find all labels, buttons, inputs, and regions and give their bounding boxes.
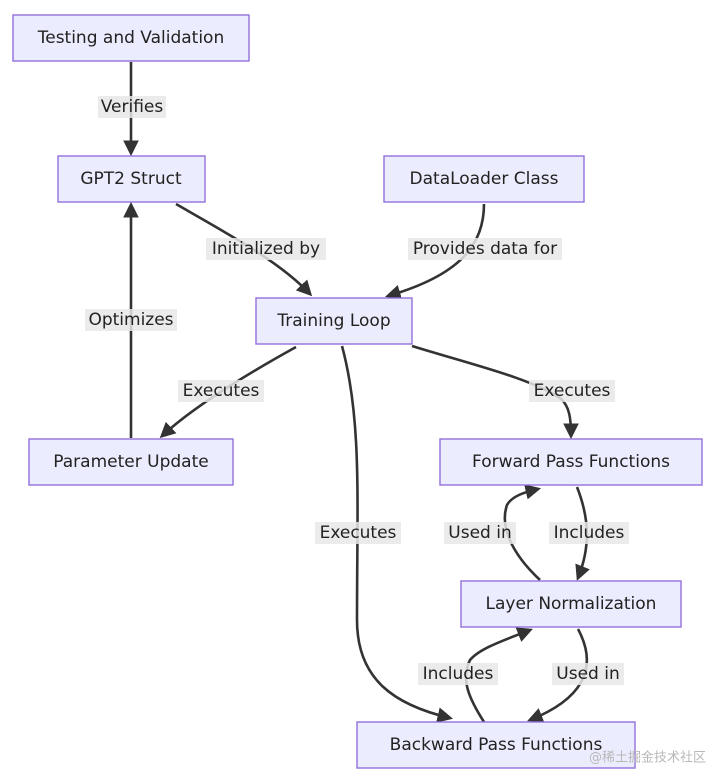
node-backward-pass-label: Backward Pass Functions	[390, 735, 603, 755]
label-used-in-backward-text: Used in	[556, 664, 619, 684]
label-includes-forward: Includes	[549, 522, 629, 544]
label-verifies: Verifies	[98, 96, 166, 118]
edge-includes-backward	[464, 627, 533, 723]
label-initialized-by: Initialized by	[206, 238, 326, 260]
label-includes-backward-text: Includes	[423, 664, 494, 684]
label-verifies-text: Verifies	[101, 97, 164, 117]
label-provides-data-text: Provides data for	[413, 239, 557, 259]
label-executes-param-text: Executes	[183, 381, 260, 401]
node-layer-normalization[interactable]: Layer Normalization	[460, 580, 682, 628]
edge-labels: Verifies Initialized by Provides data fo…	[85, 96, 629, 685]
label-used-in-forward-text: Used in	[448, 523, 511, 543]
nodes: Testing and Validation GPT2 Struct DataL…	[12, 14, 703, 769]
watermark-text: @稀土掘金技术社区	[589, 750, 706, 766]
label-optimizes-text: Optimizes	[88, 310, 173, 330]
edge-executes-backward	[340, 345, 454, 723]
node-testing-validation[interactable]: Testing and Validation	[12, 14, 250, 62]
node-backward-pass[interactable]: Backward Pass Functions	[356, 721, 636, 769]
node-dataloader-class-label: DataLoader Class	[410, 169, 559, 189]
node-testing-validation-label: Testing and Validation	[37, 28, 225, 48]
label-used-in-forward: Used in	[444, 522, 516, 544]
label-used-in-backward: Used in	[552, 663, 624, 685]
node-layer-normalization-label: Layer Normalization	[486, 594, 657, 614]
node-training-loop-label: Training Loop	[276, 311, 390, 331]
edge-used-in-forward	[503, 484, 542, 581]
node-forward-pass[interactable]: Forward Pass Functions	[439, 438, 703, 486]
node-training-loop[interactable]: Training Loop	[255, 297, 413, 345]
label-provides-data: Provides data for	[408, 238, 562, 260]
label-executes-backward-text: Executes	[320, 523, 397, 543]
label-includes-forward-text: Includes	[554, 523, 625, 543]
node-parameter-update-label: Parameter Update	[53, 452, 208, 472]
node-forward-pass-label: Forward Pass Functions	[472, 452, 670, 472]
label-executes-forward: Executes	[529, 380, 615, 402]
label-executes-backward: Executes	[315, 522, 401, 544]
label-executes-param: Executes	[178, 380, 264, 402]
label-includes-backward: Includes	[418, 663, 498, 685]
node-parameter-update[interactable]: Parameter Update	[28, 438, 234, 486]
label-executes-forward-text: Executes	[534, 381, 611, 401]
node-gpt2-struct-label: GPT2 Struct	[80, 169, 182, 189]
node-dataloader-class[interactable]: DataLoader Class	[383, 155, 585, 203]
label-optimizes: Optimizes	[85, 309, 177, 331]
label-initialized-by-text: Initialized by	[212, 239, 320, 259]
node-gpt2-struct[interactable]: GPT2 Struct	[57, 155, 206, 203]
